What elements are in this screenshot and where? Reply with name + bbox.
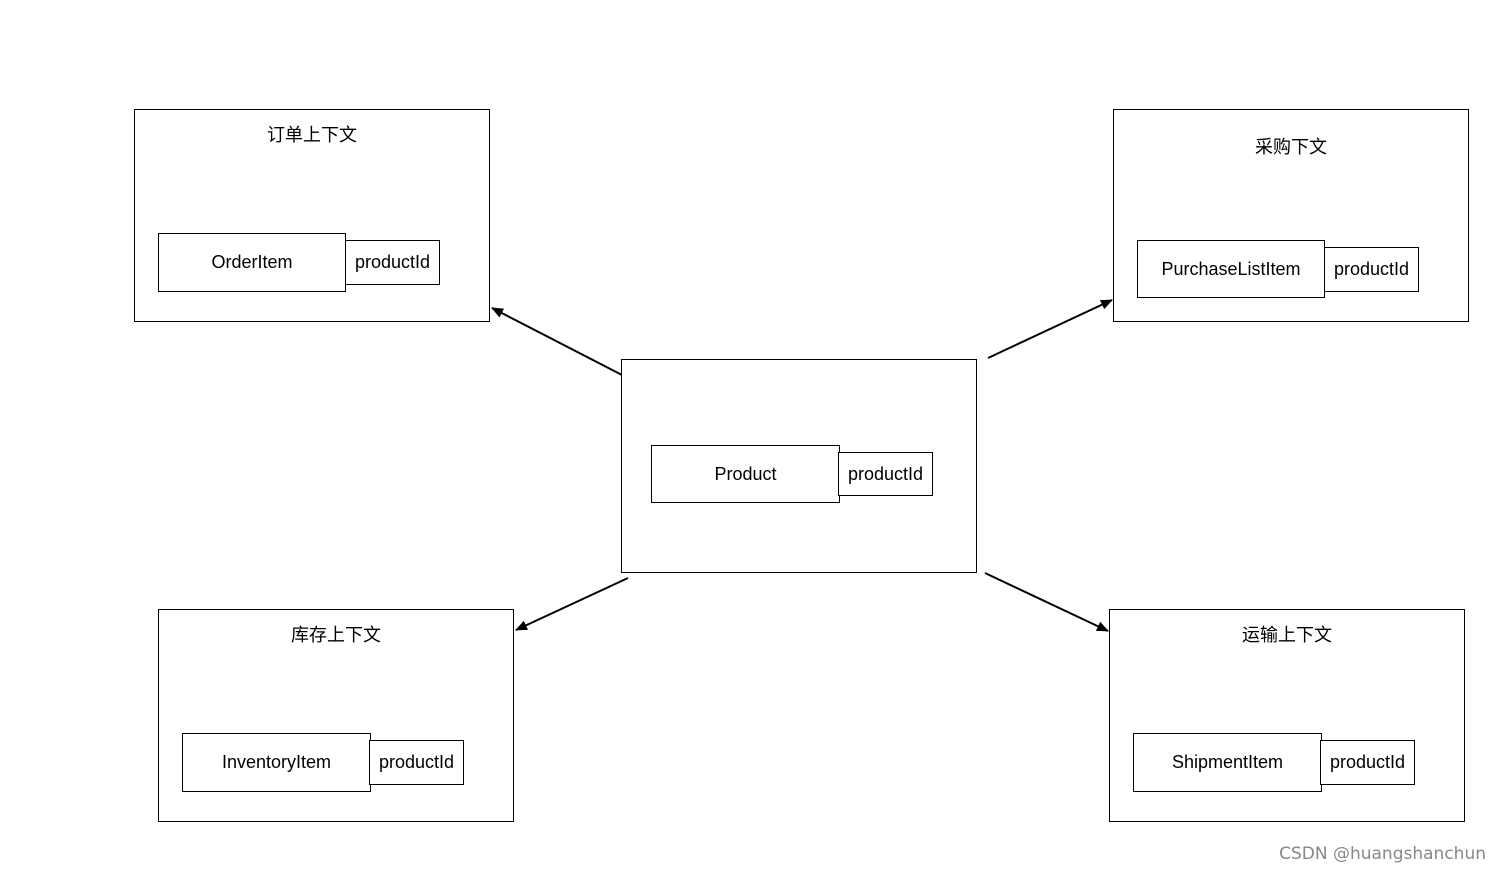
product-entity: Product: [651, 445, 840, 503]
edge-center-to-purchase: [987, 299, 1113, 359]
inventory-item-entity: InventoryItem: [182, 733, 371, 792]
purchase-context-title: 采购下文: [1255, 137, 1327, 158]
inventory-item-productid-attr: productId: [369, 740, 464, 785]
watermark: CSDN @huangshanchun: [1279, 844, 1486, 864]
edge-center-to-order: [491, 307, 623, 376]
order-item-productid-attr: productId: [345, 240, 440, 285]
purchase-list-item-productid-attr: productId: [1324, 247, 1419, 292]
order-item-entity: OrderItem: [158, 233, 346, 292]
purchase-list-item-entity: PurchaseListItem: [1137, 240, 1325, 298]
shipment-context-title: 运输上下文: [1242, 625, 1332, 646]
inventory-context-title: 库存上下文: [291, 625, 381, 646]
product-productid-attr: productId: [838, 452, 933, 496]
shipment-item-productid-attr: productId: [1320, 740, 1415, 785]
edge-center-to-shipment: [984, 572, 1109, 632]
order-context-title: 订单上下文: [267, 125, 357, 146]
edge-center-to-inventory: [515, 577, 629, 631]
shipment-item-entity: ShipmentItem: [1133, 733, 1322, 792]
